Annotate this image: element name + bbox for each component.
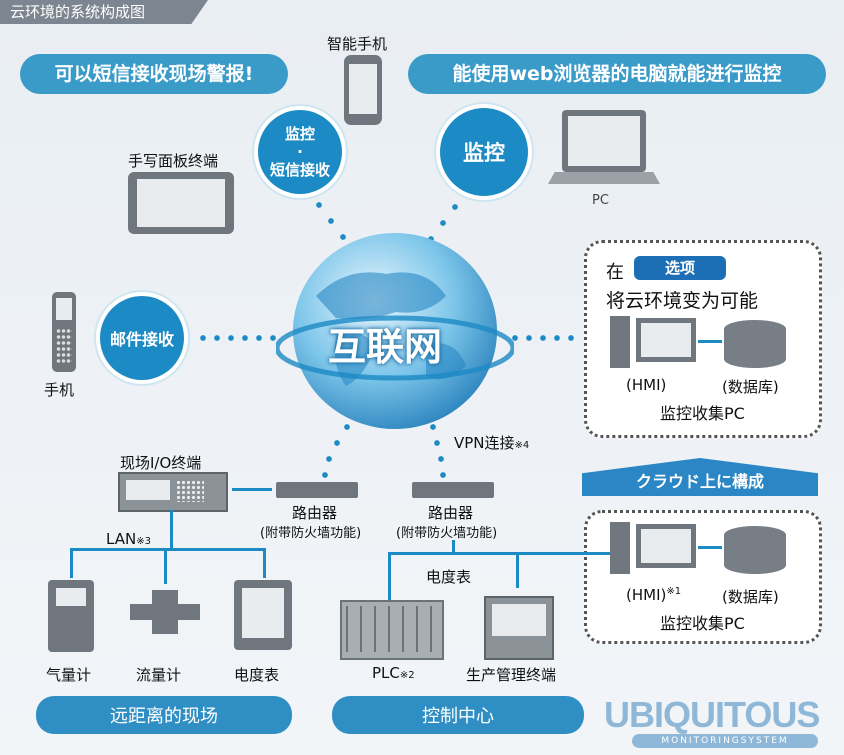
- connector-dot: [324, 214, 338, 228]
- sms-alarm-bubble: 可以短信接收现场警报!: [20, 54, 288, 94]
- collect-db-label: (数据库): [722, 588, 779, 606]
- logo-subtitle: MONITORINGSYSTEM: [632, 734, 818, 748]
- control-drop-line: [516, 552, 519, 588]
- circle-monitor-text: 监控: [284, 125, 315, 143]
- tablet-icon: [128, 172, 234, 234]
- option-caption: 监控收集PC: [660, 404, 745, 423]
- smartphone-label: 智能手机: [327, 35, 388, 53]
- production-terminal-icon: [484, 596, 554, 660]
- option-hmi-label: (HMI): [626, 376, 667, 394]
- lan-drop-line: [164, 548, 167, 584]
- connector-dot: [322, 452, 336, 466]
- collect-hmi-note: ※1: [666, 586, 682, 597]
- connector-dot: [430, 436, 444, 450]
- flow-meter-icon: [130, 590, 200, 634]
- gas-meter-icon: [48, 580, 94, 652]
- power-meter-center-label: 电度表: [426, 568, 472, 586]
- hmi-monitor-icon: [636, 524, 696, 568]
- collect-caption: 监控收集PC: [660, 614, 745, 633]
- plc-label: PLC※2: [372, 664, 415, 682]
- lan-bus-line: [70, 548, 266, 551]
- lan-note: ※3: [136, 536, 151, 547]
- router-icon: [276, 482, 358, 498]
- production-terminal-label: 生产管理终端: [466, 666, 557, 684]
- monitor-sms-circle: 监控 · 短信接收: [258, 110, 342, 194]
- collect-hmi-text: (HMI): [626, 586, 667, 604]
- lan-trunk-line: [170, 510, 173, 550]
- router-1-note: (附带防火墙功能): [260, 526, 362, 541]
- collect-hmi-label: (HMI)※1: [626, 586, 681, 604]
- control-drop-line: [388, 552, 391, 600]
- field-device-label: 电度表: [234, 666, 280, 684]
- connector-dot: [426, 420, 440, 434]
- laptop-icon: [562, 110, 646, 172]
- diagram-title: 云环境的系统构成图: [0, 0, 208, 24]
- cloud-arrow-label: クラウド上に構成: [635, 472, 764, 491]
- router-icon: [412, 482, 494, 498]
- mobile-phone-icon: [52, 292, 76, 372]
- database-icon: [724, 526, 786, 574]
- control-center-pill: 控制中心: [332, 696, 584, 734]
- vpn-text: VPN连接: [454, 434, 515, 452]
- connector-dot: [318, 468, 332, 482]
- connector-dot: [312, 198, 326, 212]
- database-icon: [724, 320, 786, 368]
- option-db-label: (数据库): [722, 378, 779, 396]
- remote-site-pill: 远距离的现场: [36, 696, 292, 734]
- connector-dot: [340, 420, 354, 434]
- hmi-db-link: [698, 546, 722, 549]
- connector-dot: [436, 216, 450, 230]
- router-1-label: 路由器: [292, 504, 338, 522]
- connector-dot: [434, 452, 448, 466]
- connector-mail-globe: [196, 331, 280, 345]
- internet-globe-icon: [276, 233, 514, 429]
- lan-label: LAN※3: [106, 530, 151, 548]
- connector-dot: [336, 230, 350, 244]
- lan-text: LAN: [106, 530, 137, 548]
- vpn-note: ※4: [514, 440, 530, 451]
- smartphone-icon: [344, 55, 382, 125]
- internet-label: 互联网: [328, 325, 443, 369]
- circle-dot-text: ·: [297, 143, 303, 161]
- circle-sms-text: 短信接收: [269, 161, 330, 179]
- laptop-base-icon: [548, 172, 660, 184]
- power-meter-icon: [234, 580, 292, 650]
- hmi-db-link: [698, 340, 722, 343]
- lan-drop-line: [70, 548, 73, 578]
- field-device-label: 流量计: [136, 666, 182, 684]
- connector-dot: [448, 200, 462, 214]
- option-description: 将云环境变为可能: [606, 290, 759, 312]
- lan-drop-line: [263, 548, 266, 578]
- hmi-tower-icon: [610, 522, 630, 574]
- router-2-label: 路由器: [428, 504, 474, 522]
- mobile-label: 手机: [44, 381, 75, 399]
- control-trunk-line: [452, 540, 455, 554]
- io-terminal-label: 现场I/O终端: [120, 454, 202, 472]
- plc-note: ※2: [399, 670, 415, 681]
- vpn-label: VPN连接※4: [454, 432, 529, 453]
- plc-icon: [340, 600, 444, 660]
- browser-monitor-bubble: 能使用web浏览器的电脑就能进行监控: [408, 54, 826, 94]
- router-2-note: (附带防火墙功能): [396, 526, 498, 541]
- option-badge: 选项: [634, 256, 726, 280]
- logo-text: UBIQUITOUS: [604, 694, 820, 735]
- pc-monitor-circle: 监控: [440, 108, 528, 196]
- connector-dot: [330, 436, 344, 450]
- io-router-link: [232, 488, 272, 491]
- connector-globe-option: [508, 331, 580, 345]
- option-prefix: 在: [606, 262, 624, 283]
- hmi-tower-icon: [610, 316, 630, 368]
- connector-dot: [436, 468, 450, 482]
- io-terminal-icon: [118, 472, 228, 512]
- hmi-monitor-icon: [636, 318, 696, 362]
- plc-text: PLC: [372, 664, 400, 682]
- mail-circle: 邮件接收: [100, 296, 184, 380]
- tablet-label: 手写面板终端: [128, 152, 219, 170]
- control-bus-line: [388, 552, 610, 555]
- pc-label: PC: [592, 193, 609, 208]
- field-device-label: 气量计: [46, 666, 92, 684]
